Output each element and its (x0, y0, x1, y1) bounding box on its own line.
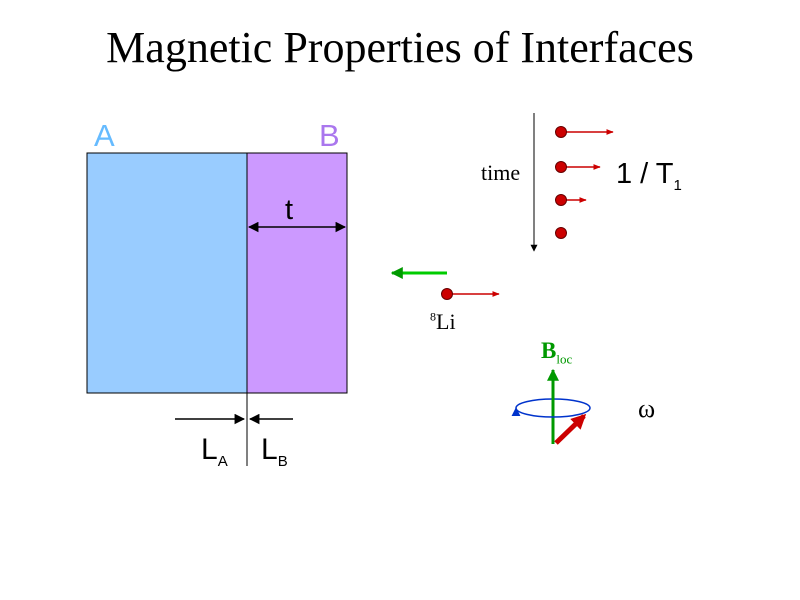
local-field-label: Bloc (541, 338, 572, 368)
length-a-main: L (201, 433, 218, 466)
length-b-main: L (261, 433, 278, 466)
frequency-symbol: ω (638, 394, 656, 423)
length-b-label: LB (261, 433, 288, 470)
layer-b-rect (246, 152, 348, 394)
spin-dot-1 (555, 126, 567, 138)
spin-dot-2 (555, 161, 567, 173)
layer-a-rect (86, 152, 248, 394)
slide-title: Magnetic Properties of Interfaces (106, 23, 694, 72)
length-a-label: LA (201, 433, 228, 470)
spin-dot-3 (555, 194, 567, 206)
thickness-label: t (285, 194, 294, 226)
length-a-sub: A (217, 453, 228, 470)
time-label: time (481, 160, 521, 185)
layer-a-label: A (94, 118, 115, 153)
probe-name: Li (436, 309, 456, 334)
probe-spin-dot (441, 288, 453, 300)
probe-label: 8Li (430, 309, 456, 335)
local-field-main: B (541, 338, 557, 363)
local-field-sub: loc (556, 351, 573, 367)
probe-superscript: 8 (430, 309, 436, 324)
length-b-sub: B (277, 453, 288, 470)
precession-orbit-front (511, 407, 591, 418)
relaxation-label: 1 / T1 (616, 158, 682, 194)
relaxation-sub: 1 (673, 176, 682, 194)
relaxation-main: 1 / T (616, 158, 674, 190)
layer-b-label: B (319, 118, 340, 153)
precessing-spin-arrow (554, 413, 587, 445)
spin-dot-4 (555, 227, 567, 239)
